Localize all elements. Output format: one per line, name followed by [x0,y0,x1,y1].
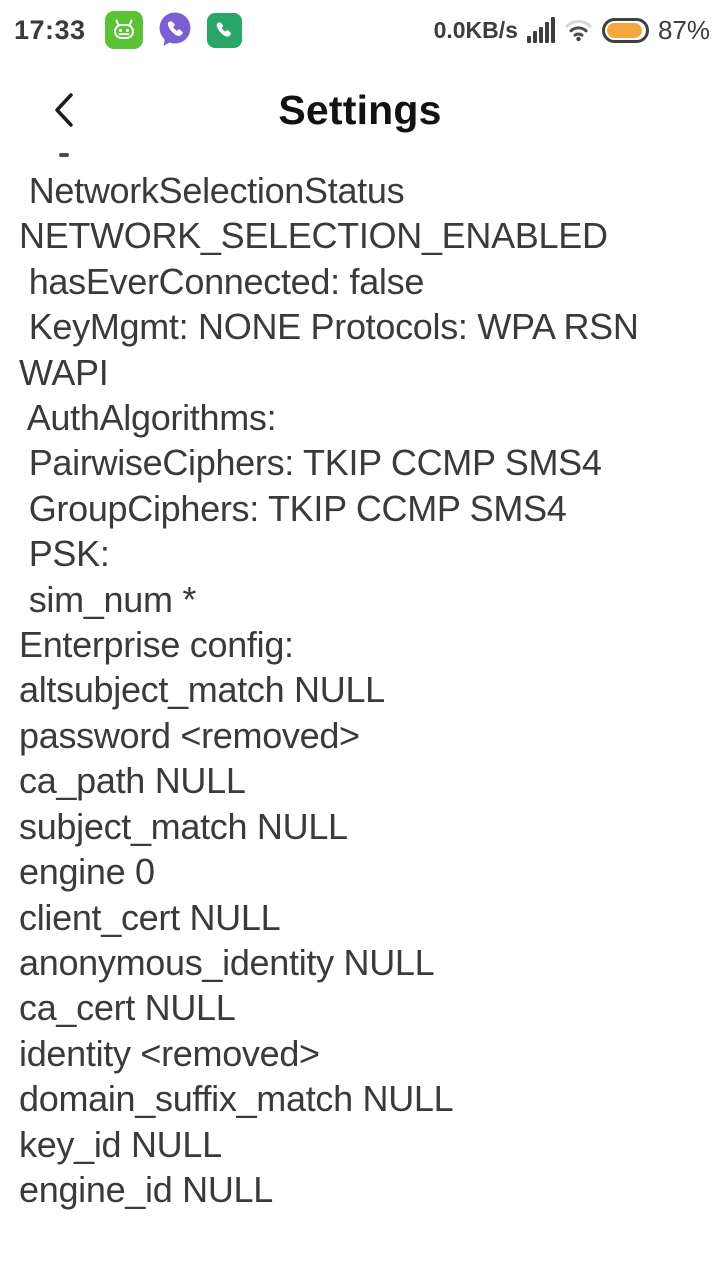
config-line: engine 0 [19,851,155,893]
config-line: key_id NULL [19,1123,222,1165]
config-line: anonymous_identity NULL [19,941,435,983]
config-line: Enterprise config: [19,624,294,666]
config-line: subject_match NULL [19,805,348,847]
wifi-icon [565,20,592,42]
phone-app-icon [206,12,242,48]
clipped-text-remnant [59,153,69,157]
config-line: AuthAlgorithms: [19,397,277,439]
viber-app-icon [159,12,191,46]
back-button[interactable] [40,84,88,136]
battery-percent-label: 87% [657,14,710,45]
config-line: engine_id NULL [19,1168,273,1210]
config-line: KeyMgmt: NONE Protocols: WPA RSN [19,306,639,348]
status-bar: 17:33 0.0KB/s [0,0,720,56]
status-bar-left: 17:33 [14,10,242,50]
config-line: sim_num * [19,578,197,620]
back-chevron-icon [55,93,73,127]
network-speed-label: 0.0KB/s [433,16,518,43]
config-line: identity <removed> [19,1032,320,1074]
config-line: NETWORK_SELECTION_ENABLED [19,215,608,257]
config-line: altsubject_match NULL [19,669,385,711]
config-line: ca_cert NULL [19,987,236,1029]
clock-time: 17:33 [14,14,86,45]
config-line: PairwiseCiphers: TKIP CCMP SMS4 [19,442,602,484]
battery-fill [606,22,642,38]
config-line: ca_path NULL [19,760,246,802]
config-line: domain_suffix_match NULL [19,1078,454,1120]
header: Settings [0,78,720,142]
config-line: PSK: [19,533,110,575]
config-line: NetworkSelectionStatus [19,170,405,211]
config-line: password <removed> [19,714,360,756]
config-line: client_cert NULL [19,896,281,938]
cellular-signal-icon [526,17,555,43]
bot-messenger-app-icon [104,11,143,49]
config-line: GroupCiphers: TKIP CCMP SMS4 [19,487,567,529]
wifi-config-dump[interactable]: NetworkSelectionStatus NETWORK_SELECTION… [0,168,720,1280]
config-line: hasEverConnected: false [19,260,425,302]
status-bar-right: 0.0KB/s 87% [434,15,710,46]
config-line: WAPI [19,351,109,393]
battery-icon [601,17,649,43]
page-title: Settings [278,87,442,133]
